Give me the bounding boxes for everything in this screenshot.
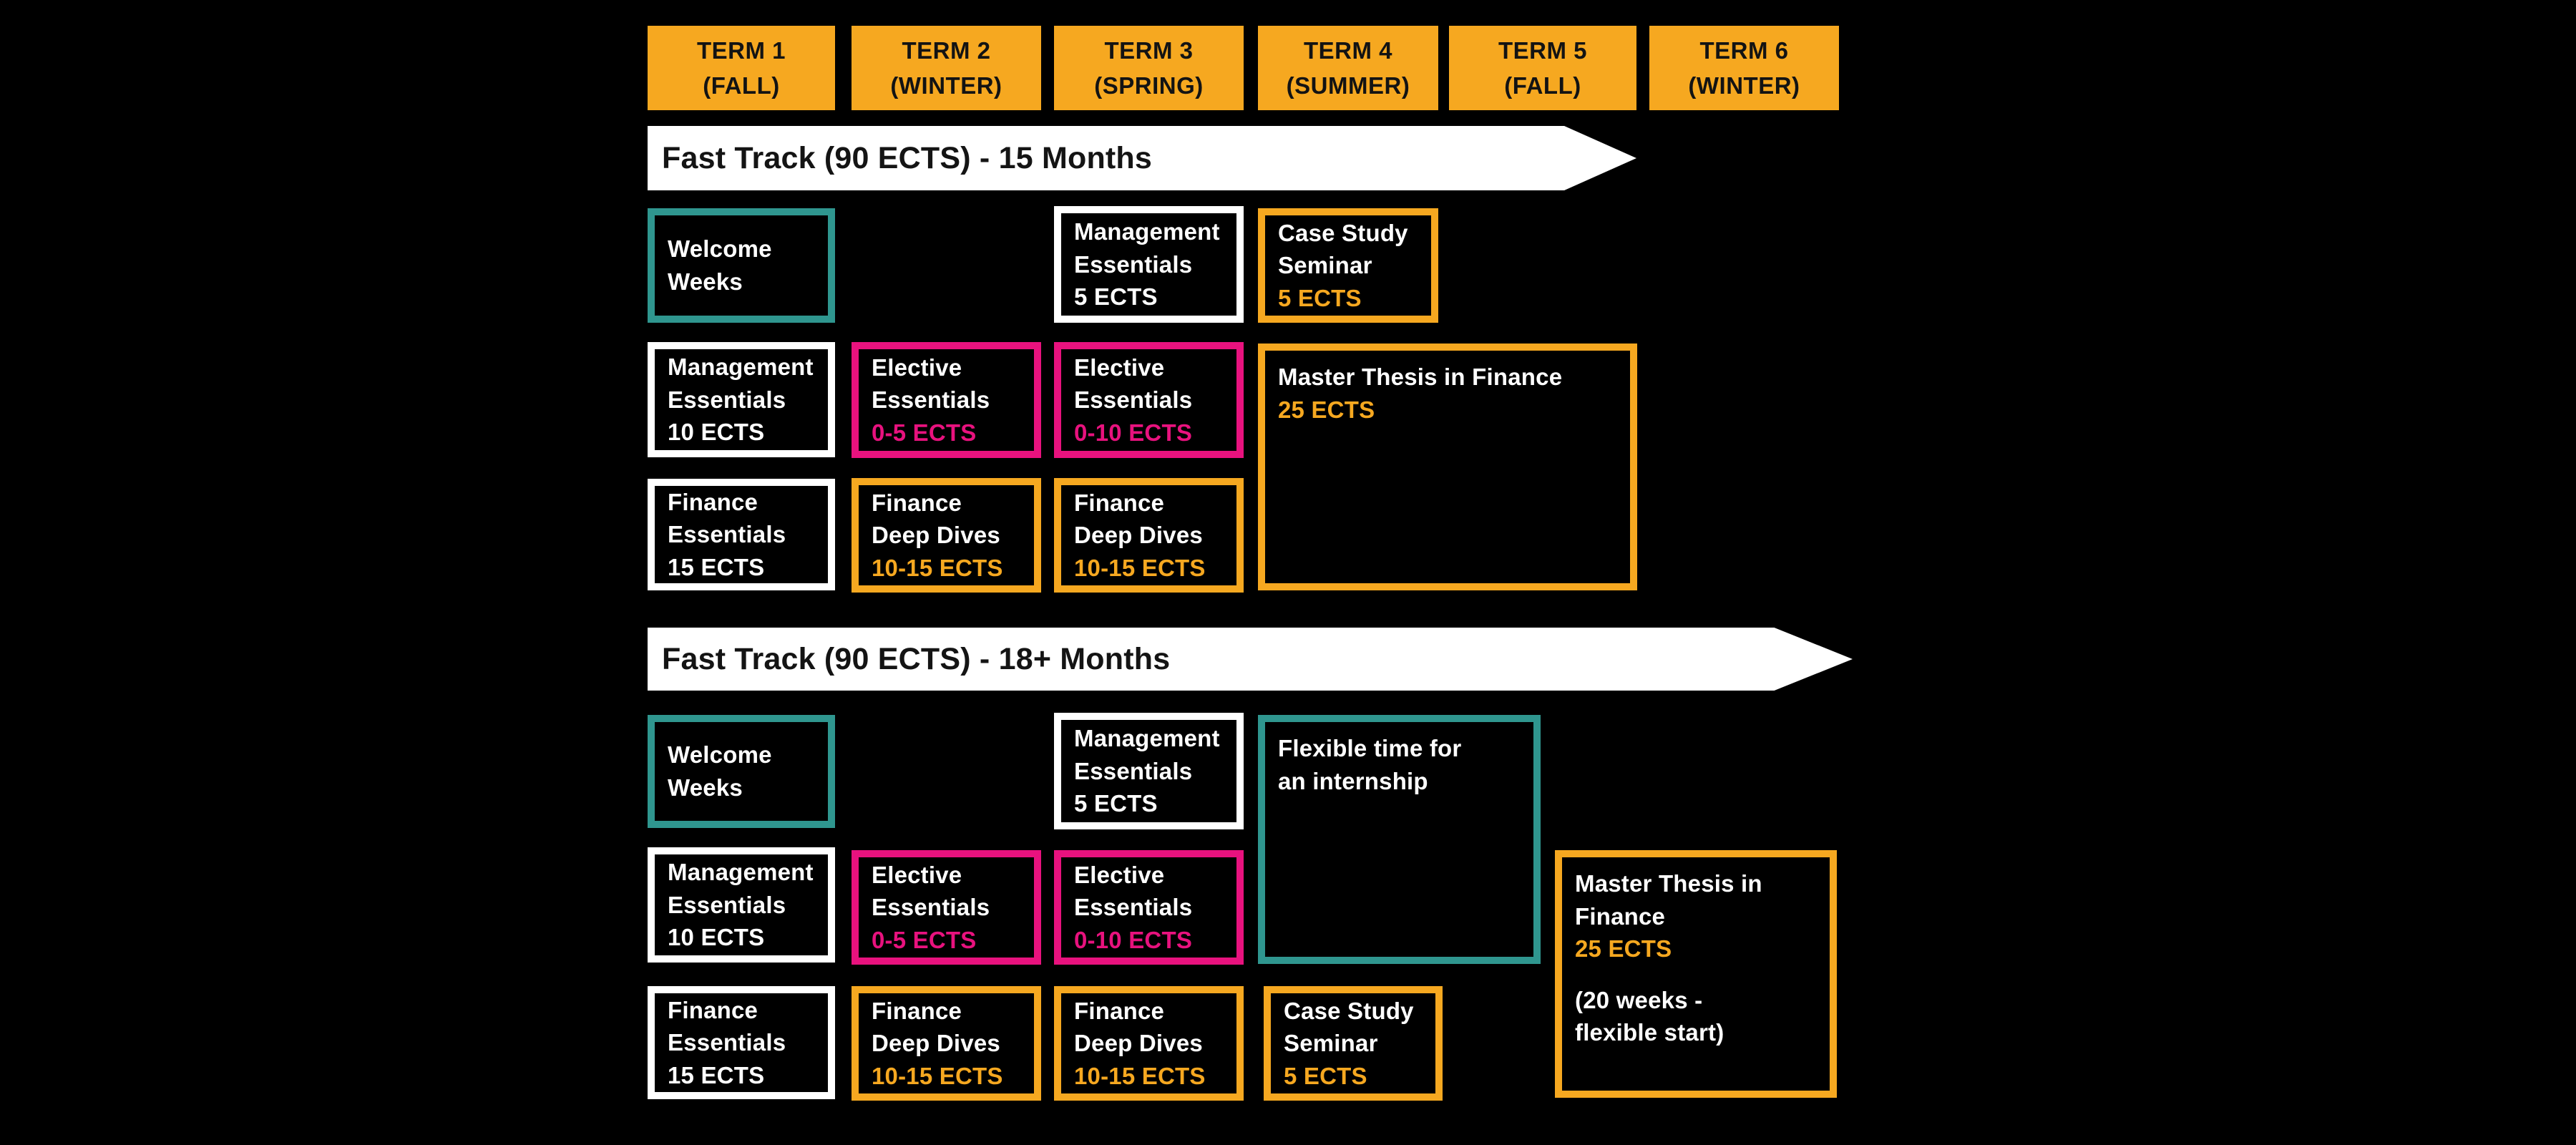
term-header-6: TERM 6 (WINTER) [1649,26,1839,110]
track2-banner-label: Fast Track (90 ECTS) - 18+ Months [662,641,1171,676]
term-name: TERM 2 [902,36,991,64]
term-header-2: TERM 2 (WINTER) [852,26,1041,110]
term-season: (WINTER) [890,72,1002,99]
ects-value: 10-15 ECTS [1074,1062,1206,1089]
ects-value: 5 ECTS [1074,283,1158,311]
term-name: TERM 3 [1104,36,1194,64]
course-t2-management-essentials-term3: Management Essentials 5 ECTS [1054,713,1244,829]
term-season: (WINTER) [1688,72,1800,99]
course-title: Finance Essentials [668,996,786,1056]
term-name: TERM 4 [1303,36,1392,64]
course-t2-finance-deep-dives-term3: Finance Deep Dives 10-15 ECTS [1054,986,1244,1101]
course-title: Master Thesis in Finance [1278,364,1563,390]
course-title: Finance Deep Dives [872,489,1000,549]
course-t1-case-study-seminar: Case Study Seminar 5 ECTS [1258,208,1438,323]
course-title: Finance Deep Dives [872,997,1000,1057]
course-t1-finance-deep-dives-term2: Finance Deep Dives 10-15 ECTS [852,478,1041,593]
course-title: Finance Essentials [668,488,786,548]
ects-value: 5 ECTS [1074,790,1158,817]
term-name: TERM 1 [696,36,786,64]
ects-value: 10 ECTS [668,419,765,446]
ects-value: 0-5 ECTS [872,926,977,953]
track1-banner-arrow: Fast Track (90 ECTS) - 15 Months [648,126,1636,190]
term-season: (SPRING) [1094,72,1204,99]
track1-banner-label: Fast Track (90 ECTS) - 15 Months [662,140,1153,175]
course-title: Elective Essentials [872,861,990,921]
course-note: (20 weeks - flexible start) [1575,986,1724,1046]
term-header-1: TERM 1 (FALL) [648,26,835,110]
track2-banner-arrow: Fast Track (90 ECTS) - 18+ Months [648,628,1853,691]
course-title: Management Essentials [668,859,814,918]
course-title: Flexible time for an internship [1278,735,1462,794]
ects-value: 10-15 ECTS [872,1062,1003,1089]
course-t2-finance-essentials: Finance Essentials 15 ECTS [648,986,835,1099]
course-title: Elective Essentials [1074,861,1193,921]
ects-value: 25 ECTS [1575,935,1672,963]
ects-value: 5 ECTS [1278,284,1362,311]
ects-value: 10-15 ECTS [872,554,1003,581]
term-season: (FALL) [703,72,780,99]
course-t2-management-essentials-term1: Management Essentials 10 ECTS [648,847,835,963]
term-name: TERM 5 [1498,36,1587,64]
course-title: Finance Deep Dives [1074,489,1203,549]
course-t2-master-thesis: Master Thesis in Finance 25 ECTS (20 wee… [1555,850,1837,1098]
ects-value: 10-15 ECTS [1074,554,1206,581]
course-title: Master Thesis in Finance [1575,870,1762,930]
term-header-5: TERM 5 (FALL) [1449,26,1636,110]
term-season: (SUMMER) [1286,72,1410,99]
course-t2-elective-essentials-term3: Elective Essentials 0-10 ECTS [1054,850,1244,965]
course-title: Case Study Seminar [1284,997,1414,1057]
ects-value: 25 ECTS [1278,396,1375,423]
course-t2-case-study-seminar: Case Study Seminar 5 ECTS [1264,986,1443,1101]
course-title: Management Essentials [1074,218,1220,278]
course-t1-elective-essentials-term3: Elective Essentials 0-10 ECTS [1054,342,1244,458]
course-title: Welcome Weeks [668,741,772,801]
course-title: Elective Essentials [1074,354,1193,414]
course-t1-management-essentials-term3: Management Essentials 5 ECTS [1054,206,1244,323]
ects-value: 15 ECTS [668,553,765,580]
course-t1-master-thesis: Master Thesis in Finance 25 ECTS [1258,344,1637,590]
course-title: Welcome Weeks [668,235,772,295]
course-t1-finance-essentials: Finance Essentials 15 ECTS [648,479,835,590]
ects-value: 10 ECTS [668,924,765,951]
course-t1-welcome-weeks: Welcome Weeks [648,208,835,323]
course-t2-flexible-internship: Flexible time for an internship [1258,715,1541,964]
course-t1-management-essentials-term1: Management Essentials 10 ECTS [648,342,835,457]
course-title: Case Study Seminar [1278,219,1408,279]
term-name: TERM 6 [1699,36,1789,64]
ects-value: 0-5 ECTS [872,419,977,446]
course-t1-finance-deep-dives-term3: Finance Deep Dives 10-15 ECTS [1054,478,1244,593]
term-header-3: TERM 3 (SPRING) [1054,26,1244,110]
course-t2-finance-deep-dives-term2: Finance Deep Dives 10-15 ECTS [852,986,1041,1101]
course-title: Elective Essentials [872,354,990,414]
term-header-4: TERM 4 (SUMMER) [1258,26,1438,110]
term-season: (FALL) [1504,72,1581,99]
course-t2-elective-essentials-term2: Elective Essentials 0-5 ECTS [852,850,1041,965]
course-title: Management Essentials [1074,725,1220,784]
ects-value: 0-10 ECTS [1074,419,1193,446]
ects-value: 5 ECTS [1284,1062,1367,1089]
ects-value: 15 ECTS [668,1061,765,1088]
course-t1-elective-essentials-term2: Elective Essentials 0-5 ECTS [852,342,1041,458]
course-title: Management Essentials [668,354,814,413]
ects-value: 0-10 ECTS [1074,926,1193,953]
course-t2-welcome-weeks: Welcome Weeks [648,715,835,828]
course-title: Finance Deep Dives [1074,997,1203,1057]
